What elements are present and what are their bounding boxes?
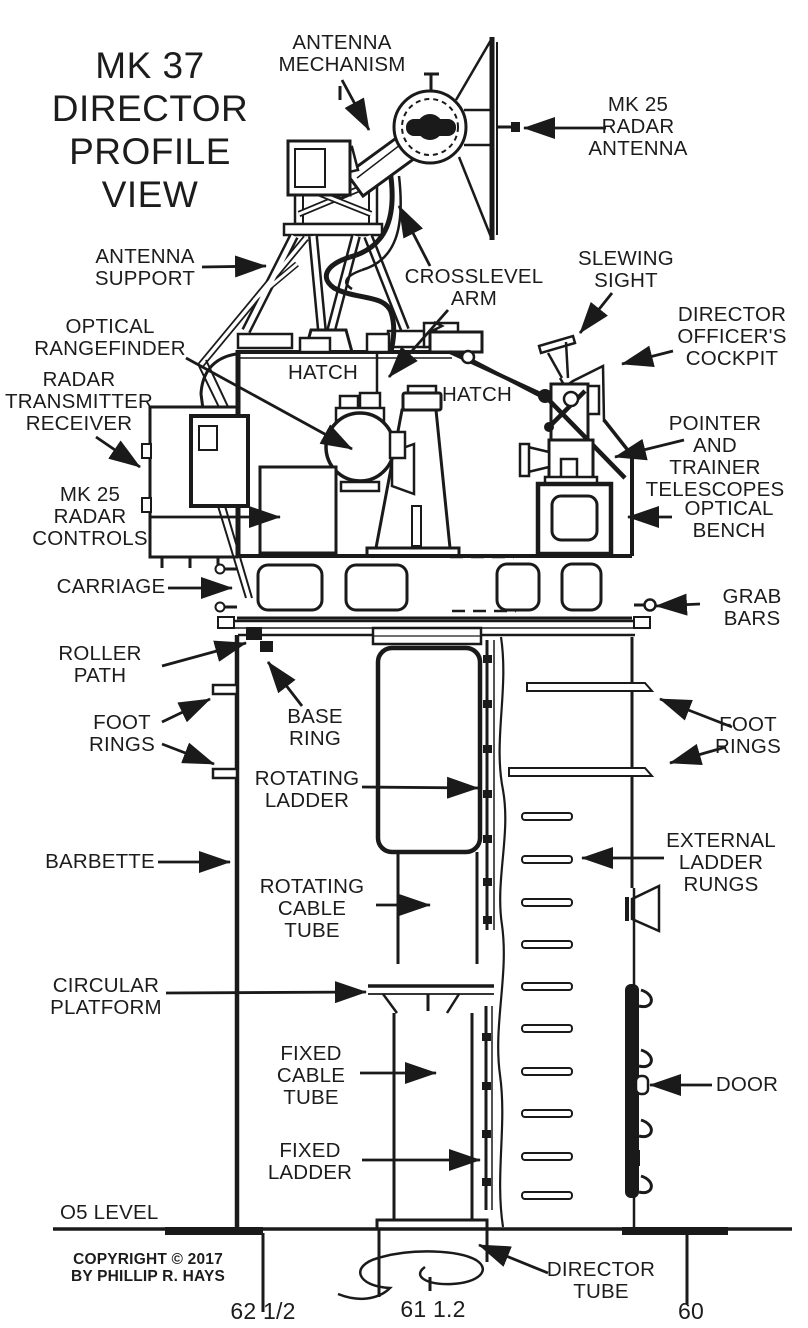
- label-base-ring: BASE RING: [287, 705, 343, 750]
- arrow-foot-rings-right-down: [669, 743, 727, 766]
- arrow-grab-bars: [655, 593, 701, 616]
- external-ladder-rungs-drawing: [521, 812, 573, 1200]
- label-pointer-trainer-telescopes: POINTER AND TRAINER TELESCOPES: [645, 412, 785, 501]
- barbette-drawing: [211, 635, 661, 1229]
- mk25-radar-controls-drawing: [258, 465, 338, 555]
- label-optical-rangefinder: OPTICAL RANGEFINDER: [34, 315, 186, 360]
- telescope-assembly: [518, 438, 595, 480]
- label-fixed-ladder: FIXED LADDER: [267, 1139, 353, 1184]
- dimension-center: 61 1.2: [400, 1296, 466, 1322]
- arrow-cockpit: [621, 345, 674, 368]
- label-radar-transmitter-receiver: RADAR TRANSMITTER RECEIVER: [5, 368, 153, 435]
- label-roller-path: ROLLER PATH: [58, 642, 142, 687]
- crosslevel-rod: [449, 349, 627, 480]
- label-foot-rings-left: FOOT RINGS: [89, 711, 155, 756]
- arrow-foot-rings-left-up: [161, 697, 211, 724]
- carriage-drawing: [214, 554, 657, 620]
- arrow-telescopes: [614, 438, 685, 461]
- antenna-support-truss: [197, 169, 460, 369]
- rangefinder-left-housing: [189, 414, 253, 599]
- label-mk25-radar-controls: MK 25 RADAR CONTROLS: [32, 483, 148, 550]
- label-optical-bench: OPTICAL BENCH: [684, 497, 774, 542]
- label-director-tube: DIRECTOR TUBE: [546, 1258, 656, 1303]
- label-carriage: CARRIAGE: [56, 575, 166, 598]
- label-crosslevel-arm: CROSSLEVEL ARM: [404, 265, 544, 310]
- dimension-lines: [261, 1233, 689, 1312]
- arrow-crosslevel-arm-up: [397, 205, 432, 267]
- arrow-base-ring: [266, 661, 304, 707]
- director-tube-drawing: [337, 1229, 489, 1301]
- label-foot-rings-right: FOOT RINGS: [715, 713, 781, 758]
- arrow-director-tube: [478, 1243, 549, 1275]
- deck-line: [53, 1227, 792, 1235]
- optical-bench-drawing: [535, 475, 614, 557]
- label-hatch-right: HATCH: [441, 383, 513, 406]
- label-antenna-support: ANTENNA SUPPORT: [94, 245, 196, 290]
- label-circular-platform: CIRCULAR PLATFORM: [50, 974, 162, 1019]
- arrow-crosslevel-arm-down: [387, 309, 450, 378]
- leader-arrows: [95, 79, 733, 1275]
- arrow-antenna-mechanism: [340, 79, 371, 131]
- arrow-antenna-support: [201, 255, 267, 278]
- antenna-mechanism-drawing: [286, 72, 492, 200]
- label-rotating-ladder: ROTATING LADDER: [254, 767, 360, 812]
- arrow-optical-rangefinder: [185, 356, 353, 451]
- radar-antenna-dish: [454, 37, 520, 240]
- label-rotating-cable-tube: ROTATING CABLE TUBE: [259, 875, 365, 942]
- label-antenna-mechanism: ANTENNA MECHANISM: [278, 31, 406, 76]
- slewing-sight-drawing: [537, 334, 577, 396]
- label-slewing-sight: SLEWING SIGHT: [578, 247, 674, 292]
- arrow-rotating-ladder: [361, 776, 479, 799]
- arrow-roller-path: [161, 640, 247, 668]
- platform-and-fixed-structure: [368, 984, 494, 1231]
- dimension-left: 62 1/2: [230, 1298, 296, 1324]
- door-drawing: [625, 888, 653, 1229]
- label-hatch-left: HATCH: [287, 361, 359, 384]
- label-grab-bars: GRAB BARS: [722, 585, 782, 630]
- rotating-structure: [371, 626, 495, 964]
- label-barbette: BARBETTE: [45, 850, 155, 873]
- arrow-slewing-sight: [578, 292, 614, 334]
- label-external-ladder-rungs: EXTERNAL LADDER RUNGS: [666, 829, 776, 896]
- page-title: MK 37 DIRECTOR PROFILE VIEW: [51, 45, 249, 215]
- label-mk25-radar-antenna: MK 25 RADAR ANTENNA: [588, 93, 688, 160]
- arrow-circular-platform: [165, 981, 367, 1004]
- arrow-foot-rings-right-up: [659, 697, 733, 729]
- copyright-notice: COPYRIGHT © 2017 BY PHILLIP R. HAYS: [70, 1251, 226, 1285]
- arrow-foot-rings-left-down: [161, 742, 215, 766]
- label-o5-level: O5 LEVEL: [60, 1201, 159, 1224]
- label-door: DOOR: [715, 1073, 779, 1096]
- label-fixed-cable-tube: FIXED CABLE TUBE: [276, 1042, 346, 1109]
- label-director-officers-cockpit: DIRECTOR OFFICER'S COCKPIT: [677, 303, 787, 370]
- arrow-radar-tx-rx: [95, 435, 141, 469]
- dimension-right: 60: [678, 1298, 704, 1324]
